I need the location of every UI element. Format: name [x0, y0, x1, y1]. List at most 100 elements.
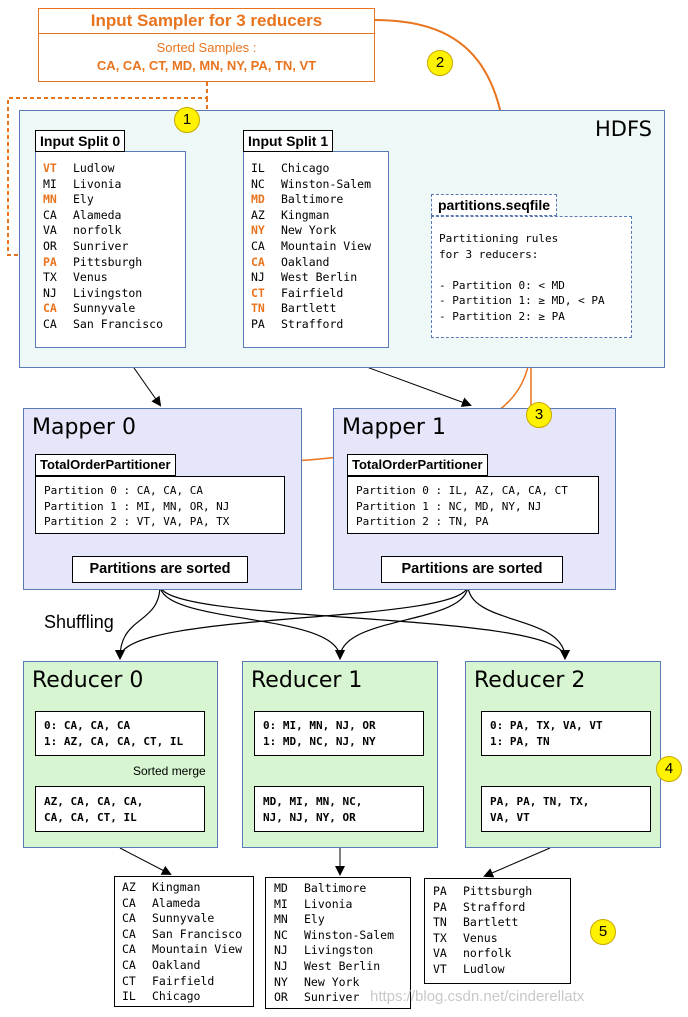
- state-code: PA: [251, 316, 265, 331]
- output-0-record: AZ Kingman: [122, 880, 253, 896]
- city-name: Venus: [73, 270, 108, 285]
- reducer-1-input-line: 1: MD, NC, NJ, NY: [263, 735, 376, 748]
- state-code: IL: [251, 161, 265, 175]
- mapper-0-partition-line: Partition 2 : VT, VA, PA, TX: [44, 515, 230, 528]
- mapper-1-partitions-box: Partition 0 : IL, AZ, CA, CA, CT Partiti…: [347, 476, 599, 534]
- state-code: NY: [251, 223, 265, 238]
- city-name: Mountain View: [281, 238, 372, 253]
- city-name: Kingman: [281, 207, 330, 222]
- state-code: VT: [43, 161, 57, 175]
- mapper-0-partitioner: TotalOrderPartitioner: [35, 454, 176, 476]
- output-2-record: VT Ludlow: [433, 962, 570, 978]
- step-badge-4: 4: [656, 756, 682, 782]
- reducer-1-merged-line: MD, MI, MN, NC,: [263, 795, 363, 808]
- state-code: CT: [122, 973, 136, 988]
- state-code: TN: [433, 915, 447, 930]
- city-name: Kingman: [152, 880, 201, 894]
- state-code: TN: [251, 301, 265, 316]
- partition-rule-line: - Partition 2: ≥ PA: [439, 309, 565, 323]
- state-code: NY: [274, 974, 288, 989]
- city-name: Mountain View: [152, 942, 243, 957]
- state-code: CA: [43, 316, 57, 331]
- city-name: Sunriver: [304, 990, 360, 1005]
- sampler-to-split0-connector: [7, 82, 208, 261]
- city-name: Oakland: [152, 957, 201, 972]
- reducer-0-merged-line: AZ, CA, CA, CA,: [44, 795, 144, 808]
- state-code: MI: [274, 896, 288, 911]
- city-name: Sunnyvale: [73, 301, 136, 316]
- state-code: CA: [122, 957, 136, 972]
- reducer-0-merged-line: CA, CA, CT, IL: [44, 811, 137, 824]
- city-name: West Berlin: [304, 958, 381, 973]
- reducer2-output-arrow: [483, 847, 551, 878]
- shuffle-m0-r1: [159, 584, 345, 660]
- state-code: PA: [433, 899, 447, 914]
- reducer-1-merged-line: NJ, NJ, NY, OR: [263, 811, 356, 824]
- city-name: Ely: [304, 912, 325, 927]
- shuffle-m0-r0: [115, 584, 161, 660]
- partition-rule-line: - Partition 0: < MD: [439, 278, 565, 292]
- mapper-0-sorted-label: Partitions are sorted: [72, 556, 248, 583]
- city-name: Venus: [463, 930, 498, 945]
- city-name: Pittsburgh: [463, 884, 533, 898]
- partitions-file-box: Partitioning rules for 3 reducers: - Par…: [431, 216, 632, 338]
- reducer-0-input-line: 0: CA, CA, CA: [44, 719, 131, 732]
- city-name: West Berlin: [281, 270, 358, 285]
- city-name: Sunriver: [73, 238, 129, 253]
- mapper-1-partition-line: Partition 2 : TN, PA: [356, 515, 489, 528]
- city-name: New York: [304, 974, 360, 989]
- city-name: Bartlett: [281, 301, 337, 316]
- hdfs-label: HDFS: [594, 117, 652, 141]
- split-1-record: TN Bartlett: [251, 301, 388, 317]
- city-name: Ludlow: [463, 961, 505, 976]
- city-name: Winston-Salem: [304, 927, 395, 942]
- city-name: Livonia: [73, 176, 122, 191]
- mapper-1-partitioner: TotalOrderPartitioner: [347, 454, 488, 476]
- output-1-record: NY New York: [274, 975, 410, 991]
- reducer-2-input-line: 0: PA, TX, VA, VT: [490, 719, 603, 732]
- city-name: Livonia: [304, 896, 353, 911]
- step-badge-3: 3: [526, 402, 552, 428]
- mapper-1-partition-line: Partition 0 : IL, AZ, CA, CA, CT: [356, 484, 568, 497]
- state-code: TX: [433, 930, 447, 945]
- state-code: AZ: [122, 880, 136, 894]
- output-0-record: CA Oakland: [122, 958, 253, 974]
- output-1-record: OR Sunriver: [274, 990, 410, 1006]
- state-code: CA: [251, 238, 265, 253]
- state-code: VT: [433, 961, 447, 976]
- shuffle-m0-r2: [159, 584, 570, 660]
- state-code: VA: [433, 946, 447, 961]
- reducer0-output-arrow: [119, 847, 172, 875]
- sorted-samples-label: Sorted Samples :: [156, 40, 257, 55]
- city-name: Pittsburgh: [73, 254, 143, 269]
- reducer-0-title: Reducer 0: [32, 668, 144, 693]
- reducer-0-inputs-box: 0: CA, CA, CA 1: AZ, CA, CA, CT, IL: [35, 711, 205, 756]
- step-badge-1: 1: [174, 107, 200, 133]
- shuffling-label: Shuffling: [44, 612, 114, 632]
- partition-rule-line: [439, 262, 631, 278]
- input-split-0-title: Input Split 0: [35, 130, 126, 152]
- city-name: Baltimore: [281, 192, 344, 207]
- output-2-record: TX Venus: [433, 931, 570, 947]
- state-code: OR: [274, 990, 288, 1005]
- state-code: VA: [43, 223, 57, 238]
- partition-rule-line: for 3 reducers:: [439, 247, 539, 261]
